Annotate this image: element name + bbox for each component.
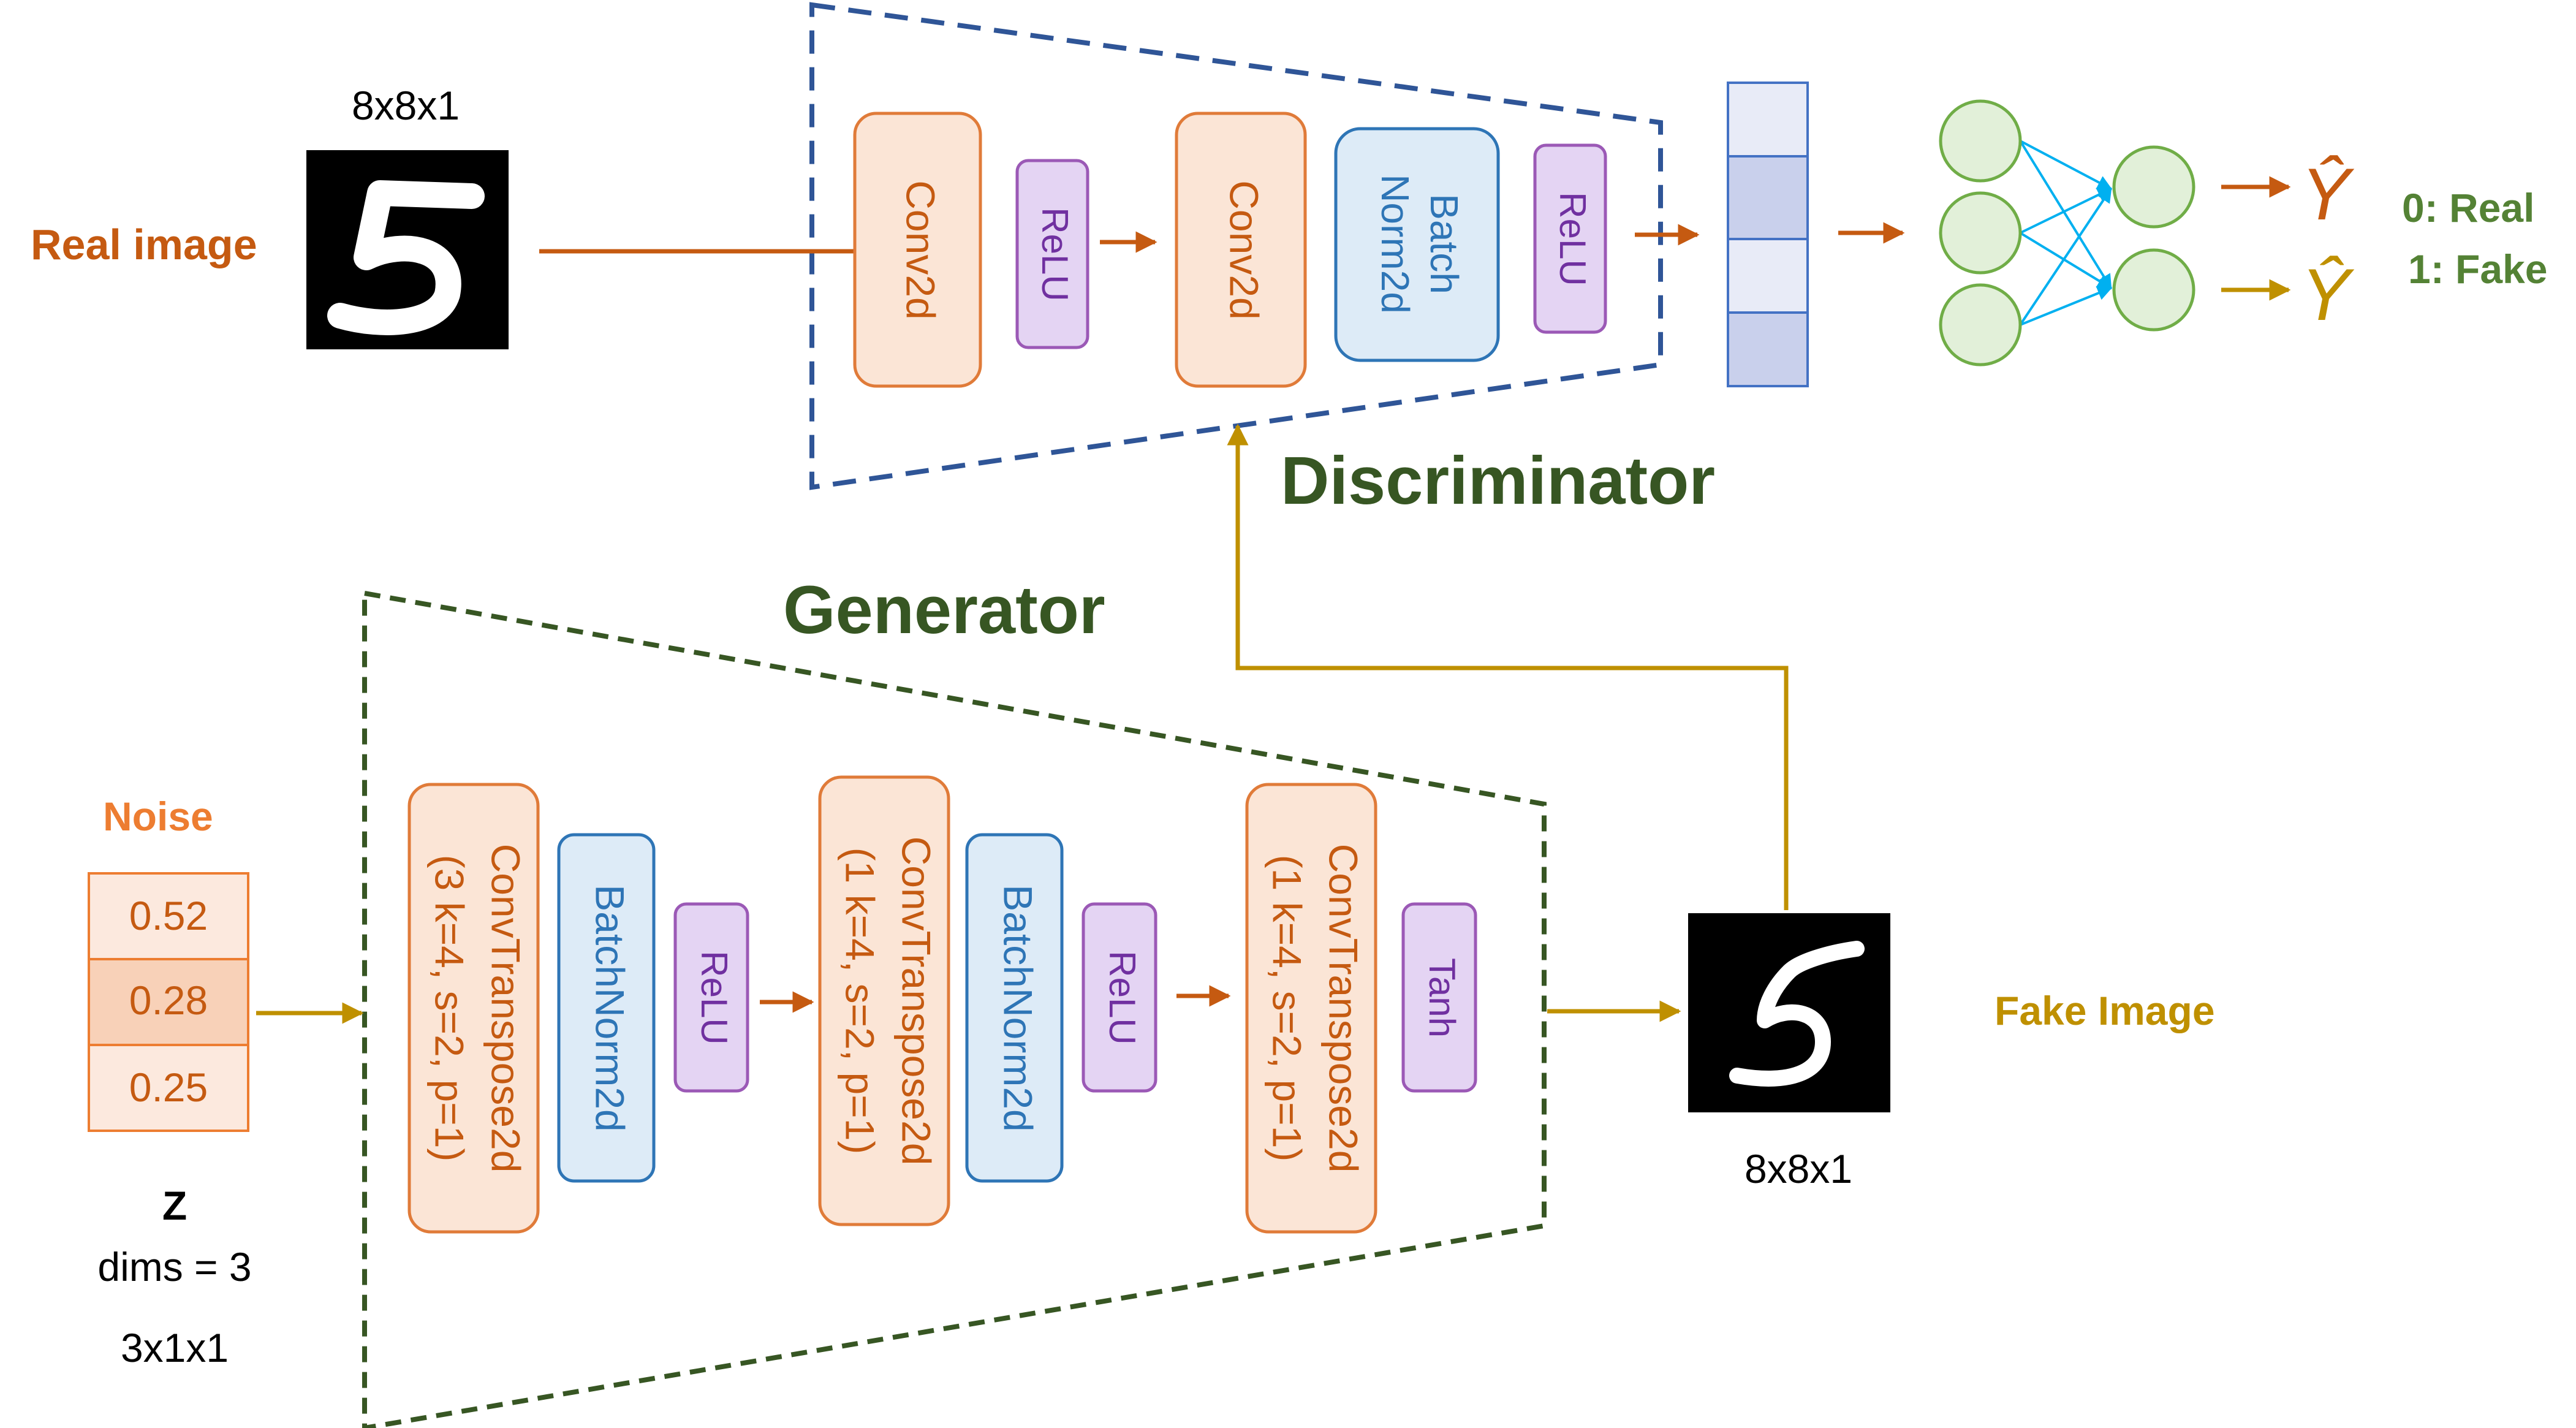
- svg-text:(3 k=4, s=2, p=1): (3 k=4, s=2, p=1): [427, 855, 472, 1162]
- noise-label: Noise: [103, 794, 213, 839]
- z-dims: dims = 3: [97, 1244, 251, 1289]
- nn-input-node-3: [1939, 283, 2022, 366]
- disc-batchnorm2d: Batch Norm2d: [1334, 127, 1500, 362]
- svg-text:ConvTranspose2d: ConvTranspose2d: [483, 844, 529, 1173]
- gen-batchnorm2d-1: BatchNorm2d: [557, 833, 656, 1183]
- discriminator-frame: [809, 2, 1663, 490]
- svg-text:ReLU: ReLU: [1552, 192, 1593, 286]
- generator-title: Generator: [783, 572, 1105, 648]
- svg-text:ConvTranspose2d: ConvTranspose2d: [1321, 844, 1366, 1173]
- svg-text:ReLU: ReLU: [1102, 951, 1143, 1044]
- nn-output-node-2: [2112, 248, 2195, 332]
- gen-batchnorm2d-2: BatchNorm2d: [965, 833, 1064, 1183]
- noise-vector: 0.52 0.28 0.25: [88, 872, 249, 1132]
- output-real-label: 0: Real: [2402, 185, 2534, 230]
- output-fake-label: 1: Fake: [2408, 246, 2547, 292]
- real-image-dims: 8x8x1: [352, 83, 460, 128]
- svg-text:Norm2d: Norm2d: [1373, 174, 1417, 314]
- fake-image-thumbnail: [1688, 913, 1890, 1112]
- fake-image-dims: 8x8x1: [1744, 1146, 1852, 1191]
- gen-relu-2: ReLU: [1082, 902, 1157, 1093]
- gen-tanh: Tanh: [1401, 902, 1477, 1093]
- discriminator-title: Discriminator: [1281, 443, 1715, 518]
- svg-text:BatchNorm2d: BatchNorm2d: [996, 884, 1041, 1132]
- classifier-network: [1939, 99, 2195, 366]
- y-hat-fake: Ŷ: [2301, 254, 2355, 336]
- noise-value-3: 0.25: [129, 1065, 208, 1110]
- real-image-thumbnail: [306, 150, 509, 349]
- nn-input-node-1: [1939, 99, 2022, 183]
- noise-value-1: 0.52: [129, 893, 208, 938]
- svg-text:BatchNorm2d: BatchNorm2d: [588, 884, 633, 1132]
- svg-text:Tanh: Tanh: [1422, 958, 1463, 1038]
- disc-conv2d-1: Conv2d: [853, 112, 982, 388]
- nn-output-node-1: [2112, 145, 2195, 229]
- fake-image-label: Fake Image: [1995, 988, 2215, 1033]
- nn-input-node-2: [1939, 191, 2022, 275]
- z-shape: 3x1x1: [121, 1325, 229, 1370]
- gen-convtranspose2d-2: ConvTranspose2d (1 k=4, s=2, p=1): [818, 775, 950, 1226]
- svg-text:ReLU: ReLU: [694, 951, 735, 1044]
- svg-text:Conv2d: Conv2d: [898, 180, 944, 320]
- gen-convtranspose2d-1: ConvTranspose2d (3 k=4, s=2, p=1): [407, 783, 540, 1234]
- svg-text:(1 k=4, s=2, p=1): (1 k=4, s=2, p=1): [1265, 855, 1310, 1162]
- z-label: Z: [162, 1183, 187, 1228]
- svg-text:ReLU: ReLU: [1034, 207, 1075, 301]
- disc-conv2d-2: Conv2d: [1175, 112, 1307, 388]
- y-hat-real: Ŷ: [2301, 153, 2355, 235]
- real-image-label: Real image: [31, 221, 257, 268]
- noise-value-2: 0.28: [129, 978, 208, 1023]
- fake-to-discriminator-line: [1227, 423, 1789, 910]
- feature-vector: [1727, 82, 1809, 387]
- svg-text:Conv2d: Conv2d: [1222, 180, 1267, 320]
- disc-relu-2: ReLU: [1533, 143, 1607, 334]
- svg-text:Batch: Batch: [1422, 194, 1466, 294]
- generator-frame: [362, 590, 1547, 1428]
- svg-text:(1 k=4, s=2, p=1): (1 k=4, s=2, p=1): [838, 848, 883, 1155]
- gen-relu-1: ReLU: [673, 902, 749, 1093]
- disc-relu-1: ReLU: [1015, 159, 1089, 349]
- svg-text:ConvTranspose2d: ConvTranspose2d: [894, 837, 939, 1166]
- gen-convtranspose2d-3: ConvTranspose2d (1 k=4, s=2, p=1): [1245, 783, 1377, 1234]
